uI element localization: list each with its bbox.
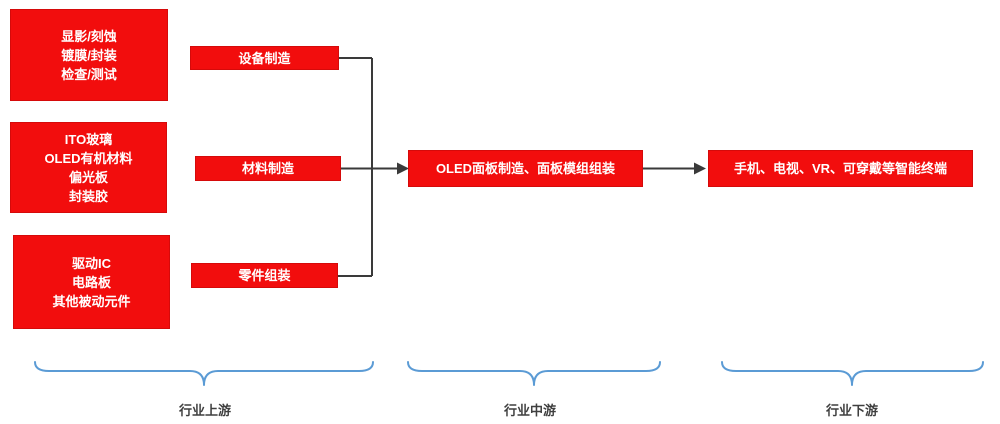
upstream-source-box-materials: ITO玻璃 OLED有机材料 偏光板 封装胶 <box>10 122 167 213</box>
upstream-source-box-components: 驱动IC 电路板 其他被动元件 <box>13 235 170 329</box>
downstream-box-smart-terminals: 手机、电视、VR、可穿戴等智能终端 <box>708 150 973 187</box>
upstream-box-material-manufacturing: 材料制造 <box>195 156 341 181</box>
arrowhead-to-downstream-icon <box>694 162 706 175</box>
brace-midstream <box>407 361 661 386</box>
stage-label-midstream: 行业中游 <box>503 403 557 418</box>
brace-downstream <box>721 361 984 386</box>
upstream-box-equipment-manufacturing: 设备制造 <box>190 46 339 70</box>
stage-label-upstream: 行业上游 <box>178 403 232 418</box>
stage-label-downstream: 行业下游 <box>825 403 879 418</box>
midstream-box-panel-manufacturing: OLED面板制造、面板模组组装 <box>408 150 643 187</box>
upstream-source-box-process: 显影/刻蚀 镀膜/封装 检查/测试 <box>10 9 168 101</box>
brace-upstream <box>34 361 374 386</box>
arrowhead-to-midstream-icon <box>397 162 409 175</box>
upstream-box-parts-assembly: 零件组装 <box>191 263 338 288</box>
